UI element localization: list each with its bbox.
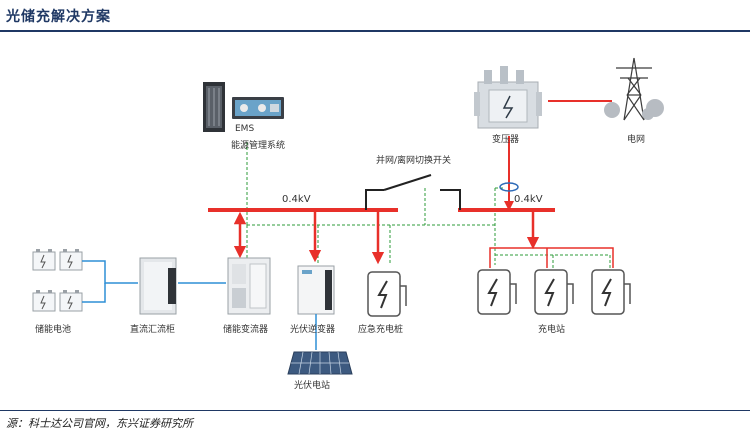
battery-label: 储能电池	[35, 323, 71, 335]
source-note: 源：科士达公司官网，东兴证券研究所	[6, 417, 193, 430]
pv-inverter-icon	[297, 265, 335, 315]
transformer-label: 变压器	[492, 133, 519, 145]
charging-feed-lines	[489, 247, 614, 268]
grid-switch	[365, 174, 461, 210]
battery-icon	[32, 249, 83, 312]
ems-system-label: 能源管理系统	[231, 139, 285, 151]
header-divider	[0, 30, 750, 32]
emergency-charger-label: 应急充电桩	[358, 323, 403, 335]
ems-label: EMS	[235, 124, 254, 134]
charger-icon	[477, 269, 631, 315]
pcs-label: 储能变流器	[223, 323, 268, 335]
current-transformer	[499, 182, 519, 192]
page-title: 光储充解决方案	[6, 9, 111, 25]
charging-station-label: 充电站	[538, 323, 565, 335]
tree-icon	[604, 99, 664, 120]
voltage-label-left: 0.4kV	[282, 194, 311, 205]
dc-cabinet-label: 直流汇流柜	[130, 323, 175, 335]
footer-divider	[0, 410, 750, 411]
pcs-icon	[227, 257, 271, 315]
grid-label: 电网	[627, 133, 645, 145]
communication-lines	[246, 142, 611, 268]
emergency-charger-icon	[367, 271, 407, 317]
transformer-icon	[474, 66, 542, 129]
dc-cabinet-icon	[139, 257, 177, 315]
pv-station-label: 光伏电站	[294, 379, 330, 391]
switch-label: 并网/离网切换开关	[376, 154, 451, 166]
solar-panel-icon	[287, 351, 353, 375]
ems-monitor-icon	[232, 97, 284, 119]
pv-inverter-label: 光伏逆变器	[290, 323, 335, 335]
dc-links	[82, 260, 226, 303]
power-tower-icon	[616, 57, 652, 121]
voltage-label-right: 0.4kV	[514, 194, 543, 205]
ems-server-icon	[203, 82, 225, 132]
